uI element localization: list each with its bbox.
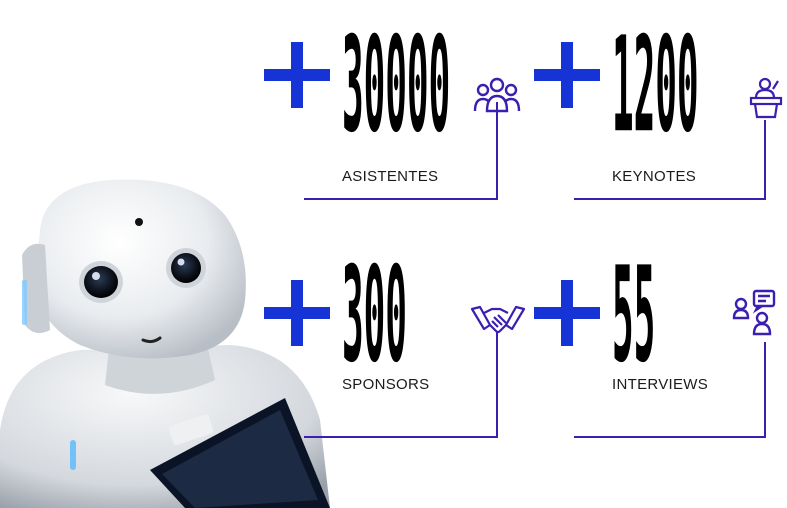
- plus-icon: [534, 42, 600, 108]
- robot-image: [0, 179, 330, 508]
- stat-attendees: 30000 ASISTENTES: [264, 7, 521, 205]
- stat-label: INTERVIEWS: [612, 376, 709, 393]
- stat-label: KEYNOTES: [612, 168, 697, 185]
- interview-icon: [732, 289, 776, 336]
- stat-sponsors: 300 SPONSORS: [264, 237, 526, 440]
- stat-label: SPONSORS: [342, 376, 430, 393]
- handshake-icon: [470, 305, 526, 334]
- stat-value: 1200: [612, 7, 699, 163]
- stat-label: ASISTENTES: [342, 168, 439, 185]
- stat-value: 30000: [342, 7, 451, 163]
- plus-icon: [264, 280, 330, 346]
- speaker-podium-icon: [749, 77, 783, 119]
- people-group-icon: [473, 77, 521, 113]
- plus-icon: [534, 280, 600, 346]
- stat-value: 300: [342, 237, 407, 393]
- stat-interviews: 55 INTERVIEWS: [534, 237, 776, 440]
- stat-value: 55: [612, 237, 656, 393]
- stat-keynotes: 1200 KEYNOTES: [534, 7, 783, 205]
- plus-icon: [264, 42, 330, 108]
